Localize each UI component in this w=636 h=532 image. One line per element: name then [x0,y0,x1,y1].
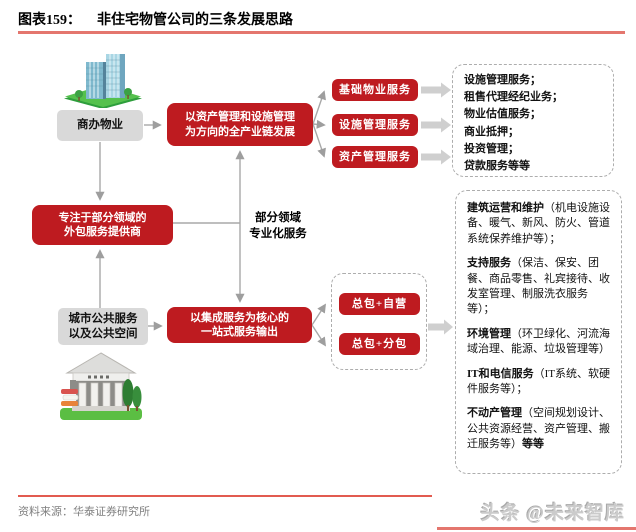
detail-paragraph: 不动产管理（空间规划设计、公共资源经营、资产管理、搬迁服务等）等等 [467,407,610,451]
arrow-fan-basic [312,90,326,125]
block-arrow-epc [428,319,453,335]
arrow-fan-epc-self [311,303,326,326]
block-arrow-asset [421,149,451,165]
epc-group-box [331,273,427,370]
source-note: 资料来源：华泰证券研究所 [18,506,150,518]
node-commercial-property: 商办物业 [57,110,143,141]
block-arrow-basic [421,82,451,98]
node-full-chain-development: 以资产管理和设施管理 为方向的全产业链发展 [167,103,313,146]
arrow-fan-asset [312,123,326,158]
arrow-fan-facility [312,119,326,129]
node-epc-self-operated: 总包+自营 [339,293,420,315]
detail-line: 投资管理； [464,142,519,155]
figure-title: 非住宅物管公司的三条发展思路 [97,13,293,28]
node-urban-public-service: 城市公共服务 以及公共空间 [58,308,148,345]
node-asset-management-service: 资产管理服务 [332,146,418,168]
detail-paragraph: 支持服务（保洁、保安、团餐、商品零售、礼宾接待、收发室管理、制服洗衣服务等）； [467,257,610,316]
block-arrow-facility [421,117,451,133]
government-building-icon [60,352,142,420]
node-one-stop-service: 以集成服务为核心的 一站式服务输出 [167,307,312,343]
title-underline [18,31,625,34]
footer-divider [18,495,432,497]
detail-line: 租售代理经纪业务； [464,91,563,104]
node-facility-management-service: 设施管理服务 [332,114,418,136]
detail-line: 物业估值服务； [464,108,541,121]
detail-paragraph: 建筑运营和维护（机电设施设备、暖气、新风、防火、管道系统保养维护等）； [467,202,610,245]
node-outsourcing-provider: 专注于部分领域的 外包服务提供商 [32,205,173,245]
detail-paragraph: 环境管理（环卫绿化、河流海域治理、能源、垃圾管理等） [467,327,610,356]
node-basic-property-service: 基础物业服务 [332,79,418,101]
bottom-corner-line [437,527,636,530]
detail-line: 商业抵押； [464,125,519,138]
detail-line: 贷款服务等等 [464,160,530,173]
figure-header: 图表159： 非住宅物管公司的三条发展思路 [18,9,293,29]
office-building-icon [64,54,142,108]
label-partial-specialized-service: 部分领域 专业化服务 [249,212,307,240]
detail-paragraph: IT和电信服务（IT系统、软硬件服务等）； [467,367,611,396]
watermark: 头条 @未来智库 [480,503,625,524]
public-services-detail-box: 建筑运营和维护（机电设施设备、暖气、新风、防火、管道系统保养维护等）； 支持服务… [455,190,622,474]
node-epc-subcontract: 总包+分包 [339,333,420,355]
detail-line: 设施管理服务； [464,74,541,86]
commercial-services-detail-box: 设施管理服务； 租售代理经纪业务； 物业估值服务； 商业抵押； 投资管理； 贷款… [452,64,614,177]
arrow-fan-epc-sub [311,324,326,347]
figure-number: 图表159： [18,13,81,28]
